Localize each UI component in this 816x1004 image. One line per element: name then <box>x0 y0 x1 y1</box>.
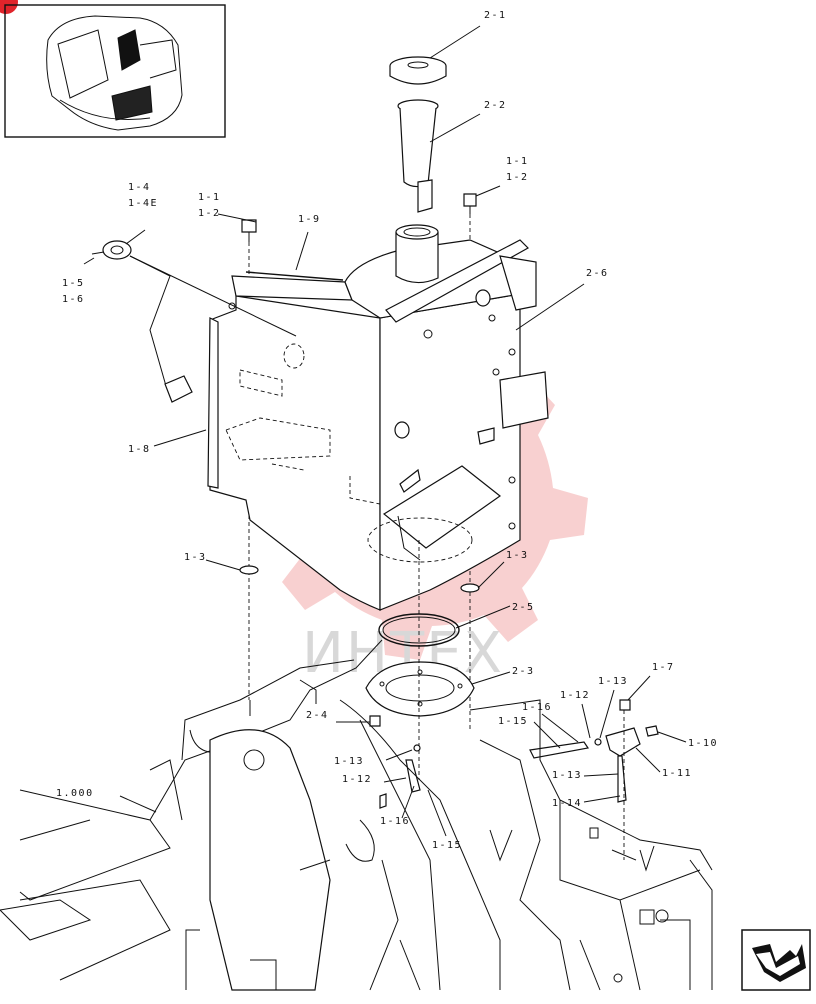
callout-1-1: 1-1 <box>506 156 529 167</box>
callout-1-6: 1-6 <box>62 294 85 305</box>
callout-1-11: 1-11 <box>662 768 692 779</box>
callout-1-10: 1-10 <box>688 738 718 749</box>
fuel-sender-part <box>91 240 297 403</box>
page-badge <box>0 0 18 14</box>
callout-1-12: 1-12 <box>560 690 590 701</box>
bolt-part <box>369 715 381 727</box>
callout-1-16: 1-16 <box>522 702 552 713</box>
callout-1-1: 1-1 <box>198 192 221 203</box>
callout-1-000: 1.000 <box>56 788 94 799</box>
callout-1-15: 1-15 <box>498 716 528 727</box>
callout-1-4e: 1-4E <box>128 198 158 209</box>
callout-1-2: 1-2 <box>198 208 221 219</box>
callout-2-3: 2-3 <box>512 666 535 677</box>
callout-1-3: 1-3 <box>506 550 529 561</box>
cap-part <box>389 56 447 85</box>
callout-1-12: 1-12 <box>342 774 372 785</box>
next-page-arrow-icon[interactable] <box>741 929 811 991</box>
washer-part <box>239 565 259 575</box>
callout-1-16: 1-16 <box>380 816 410 827</box>
callout-1-9: 1-9 <box>298 214 321 225</box>
callout-1-3: 1-3 <box>184 552 207 563</box>
leader-lines <box>83 25 687 837</box>
callout-1-13: 1-13 <box>552 770 582 781</box>
callout-1-13: 1-13 <box>598 676 628 687</box>
callout-2-5: 2-5 <box>512 602 535 613</box>
washer-part <box>460 583 480 593</box>
callout-2-1: 2-1 <box>484 10 507 21</box>
callout-1-14: 1-14 <box>552 798 582 809</box>
callout-1-13: 1-13 <box>334 756 364 767</box>
chassis-frame <box>0 639 713 991</box>
callout-1-4: 1-4 <box>128 182 151 193</box>
excavator-thumbnail <box>4 4 226 138</box>
callout-1-5: 1-5 <box>62 278 85 289</box>
callout-2-6: 2-6 <box>586 268 609 279</box>
callout-2-2: 2-2 <box>484 100 507 111</box>
strainer-part <box>397 99 439 213</box>
callout-2-4: 2-4 <box>306 710 329 721</box>
callout-1-15: 1-15 <box>432 840 462 851</box>
callout-1-8: 1-8 <box>128 444 151 455</box>
fuel-tank <box>207 224 549 611</box>
callout-1-7: 1-7 <box>652 662 675 673</box>
hose-fittings <box>379 699 659 860</box>
callout-labels: 2-1 2-2 1-1 1-2 1-4 1-4E 1-1 1-2 1-9 2-6… <box>56 10 718 851</box>
cover-plate-part <box>365 540 475 780</box>
callout-1-2: 1-2 <box>506 172 529 183</box>
